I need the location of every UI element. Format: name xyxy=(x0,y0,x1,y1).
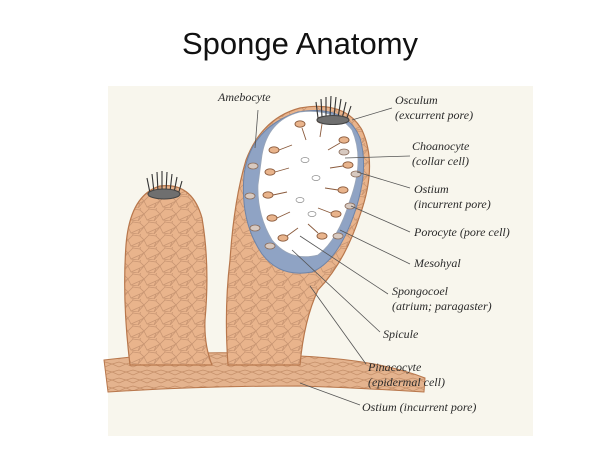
label-pinacocyte: Pinacocyte xyxy=(367,360,422,374)
label-mesohyal: Mesohyal xyxy=(413,256,461,270)
leader-lines xyxy=(254,107,411,406)
small-tube-osculum xyxy=(146,171,183,200)
porocyte-pores xyxy=(244,148,362,250)
choanocyte-cells xyxy=(262,116,354,242)
label-spongocoel-sub: (atrium; paragaster) xyxy=(392,299,492,313)
label-pinacocyte-sub: (epidermal cell) xyxy=(368,375,445,389)
label-choanocyte-sub: (collar cell) xyxy=(412,154,469,168)
label-osculum: Osculum xyxy=(395,93,438,107)
label-choanocyte: Choanocyte xyxy=(412,139,470,153)
label-amebocyte: Amebocyte xyxy=(217,90,271,104)
label-osculum-sub: (excurrent pore) xyxy=(395,108,473,122)
labels: Amebocyte Osculum (excurrent pore) Choan… xyxy=(217,90,510,414)
page-title: Sponge Anatomy xyxy=(181,26,419,61)
label-spongocoel: Spongocoel xyxy=(392,284,449,298)
label-ostium-base: Ostium (incurrent pore) xyxy=(362,400,476,414)
small-tube-body xyxy=(124,185,213,366)
large-tube-osculum xyxy=(315,95,352,126)
spongocoel-cavity xyxy=(257,111,359,258)
label-spicule: Spicule xyxy=(383,327,419,341)
label-porocyte: Porocyte (pore cell) xyxy=(413,225,510,239)
label-ostium-sub: (incurrent pore) xyxy=(414,197,491,211)
label-ostium: Ostium xyxy=(414,182,449,196)
